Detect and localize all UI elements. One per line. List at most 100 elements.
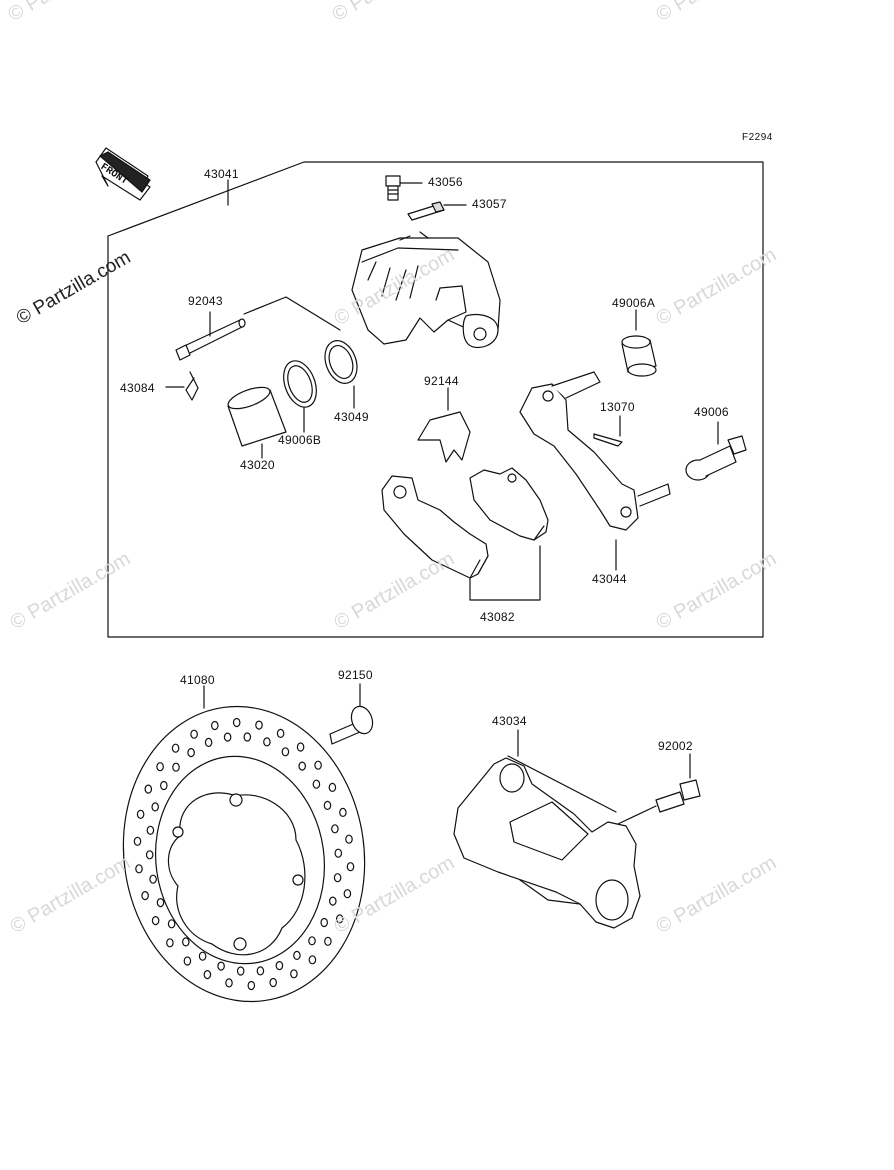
bracket-bolt-part <box>617 753 701 825</box>
disc-hole <box>314 760 322 770</box>
disc-hole <box>308 936 316 946</box>
part-label-49006B[interactable]: 49006B <box>278 433 322 447</box>
pad-group-bracket <box>469 545 541 601</box>
part-label-43041[interactable]: 43041 <box>204 167 239 181</box>
disc-hole <box>136 809 145 819</box>
slide-bolt-part <box>685 421 747 481</box>
disc-hole <box>324 936 332 946</box>
disc-hole <box>236 966 245 976</box>
part-label-43044[interactable]: 43044 <box>592 572 627 586</box>
part-label-43056[interactable]: 43056 <box>428 175 463 189</box>
disc-hole <box>211 720 219 731</box>
part-label-43082[interactable]: 43082 <box>480 610 515 624</box>
disc-hole <box>275 960 284 971</box>
part-label-92002[interactable]: 92002 <box>658 739 693 753</box>
disc-hole <box>144 784 153 794</box>
bleeder-cap-part <box>407 201 467 221</box>
disc-hole <box>190 729 198 739</box>
caliper-assembly-frame <box>107 161 764 638</box>
disc-hole <box>151 915 160 926</box>
disc-hole <box>243 732 252 742</box>
part-label-92144[interactable]: 92144 <box>424 374 459 388</box>
disc-hole <box>333 873 342 883</box>
disc-hole <box>255 720 263 730</box>
disc-hole <box>135 864 143 874</box>
disc-hole <box>145 850 154 860</box>
disc-holes <box>133 717 355 991</box>
part-label-41080[interactable]: 41080 <box>180 673 215 687</box>
disc-hole <box>187 747 195 758</box>
disc-hole <box>269 977 278 988</box>
disc-hole <box>141 890 149 901</box>
caliper-pin-part <box>175 296 341 361</box>
disc-hole <box>328 782 337 793</box>
disc-hole <box>171 743 180 753</box>
bleeder-valve-part <box>385 175 423 201</box>
disc-hole <box>217 961 225 971</box>
caliper-body-part <box>351 231 501 349</box>
disc-hole <box>247 980 256 991</box>
disc-hole <box>290 969 298 979</box>
caliper-bracket-part <box>519 371 671 571</box>
disc-hole <box>133 836 142 846</box>
disc-hole <box>146 825 155 835</box>
disc-hole <box>172 762 180 772</box>
part-label-43049[interactable]: 43049 <box>334 410 369 424</box>
pad-spring-part <box>417 387 471 463</box>
piston-part <box>227 386 287 459</box>
disc-hole <box>256 966 265 976</box>
disc-hole <box>281 747 290 757</box>
disc-hole <box>298 761 307 771</box>
part-label-49006A[interactable]: 49006A <box>612 296 656 310</box>
part-label-43057[interactable]: 43057 <box>472 197 507 211</box>
disc-hole <box>160 780 168 791</box>
dust-seal-part <box>324 340 358 409</box>
disc-hole <box>223 732 232 742</box>
disc-hole <box>263 737 271 747</box>
disc-hole <box>293 950 301 961</box>
disc-hole <box>346 862 355 872</box>
brake-pad-left-part <box>381 475 489 579</box>
disc-hole <box>183 956 192 966</box>
disc-hole <box>204 737 213 748</box>
piston-seal-part <box>283 360 317 433</box>
disc-hole <box>203 969 212 980</box>
disc-hole <box>308 955 317 965</box>
disc-hole <box>339 807 347 818</box>
front-arrow-icon <box>95 147 151 201</box>
part-label-43084[interactable]: 43084 <box>120 381 155 395</box>
disc-hole <box>232 717 241 728</box>
brake-disc-part <box>122 685 366 1003</box>
brake-pad-right-part <box>469 467 549 541</box>
part-label-43034[interactable]: 43034 <box>492 714 527 728</box>
disc-hole <box>312 779 321 789</box>
part-label-43020[interactable]: 43020 <box>240 458 275 472</box>
disc-hole <box>149 874 157 884</box>
disc-hole <box>156 897 165 908</box>
disc-hole <box>320 917 329 928</box>
pad-shim-part <box>593 415 623 447</box>
part-label-13070[interactable]: 13070 <box>600 400 635 414</box>
disc-hole <box>328 896 337 906</box>
disc-hole <box>334 848 343 858</box>
disc-hole <box>151 802 160 812</box>
disc-hole <box>323 800 332 811</box>
disc-hole <box>156 762 164 772</box>
disc-hole <box>331 824 339 834</box>
part-label-92150[interactable]: 92150 <box>338 668 373 682</box>
disc-hole <box>296 742 305 752</box>
disc-hole <box>167 919 176 929</box>
disc-hole <box>345 834 353 844</box>
disc-hole <box>182 937 190 947</box>
disc-hole <box>225 978 233 988</box>
part-label-49006[interactable]: 49006 <box>694 405 729 419</box>
diagram-reference-code: F2294 <box>742 132 773 143</box>
disc-bolt-part <box>329 683 374 745</box>
disc-hole <box>343 889 352 899</box>
disc-hole <box>166 938 174 948</box>
torque-bracket-part <box>453 729 641 929</box>
part-label-92043[interactable]: 92043 <box>188 294 223 308</box>
rubber-boot-part <box>621 309 657 377</box>
disc-hole <box>335 914 344 924</box>
